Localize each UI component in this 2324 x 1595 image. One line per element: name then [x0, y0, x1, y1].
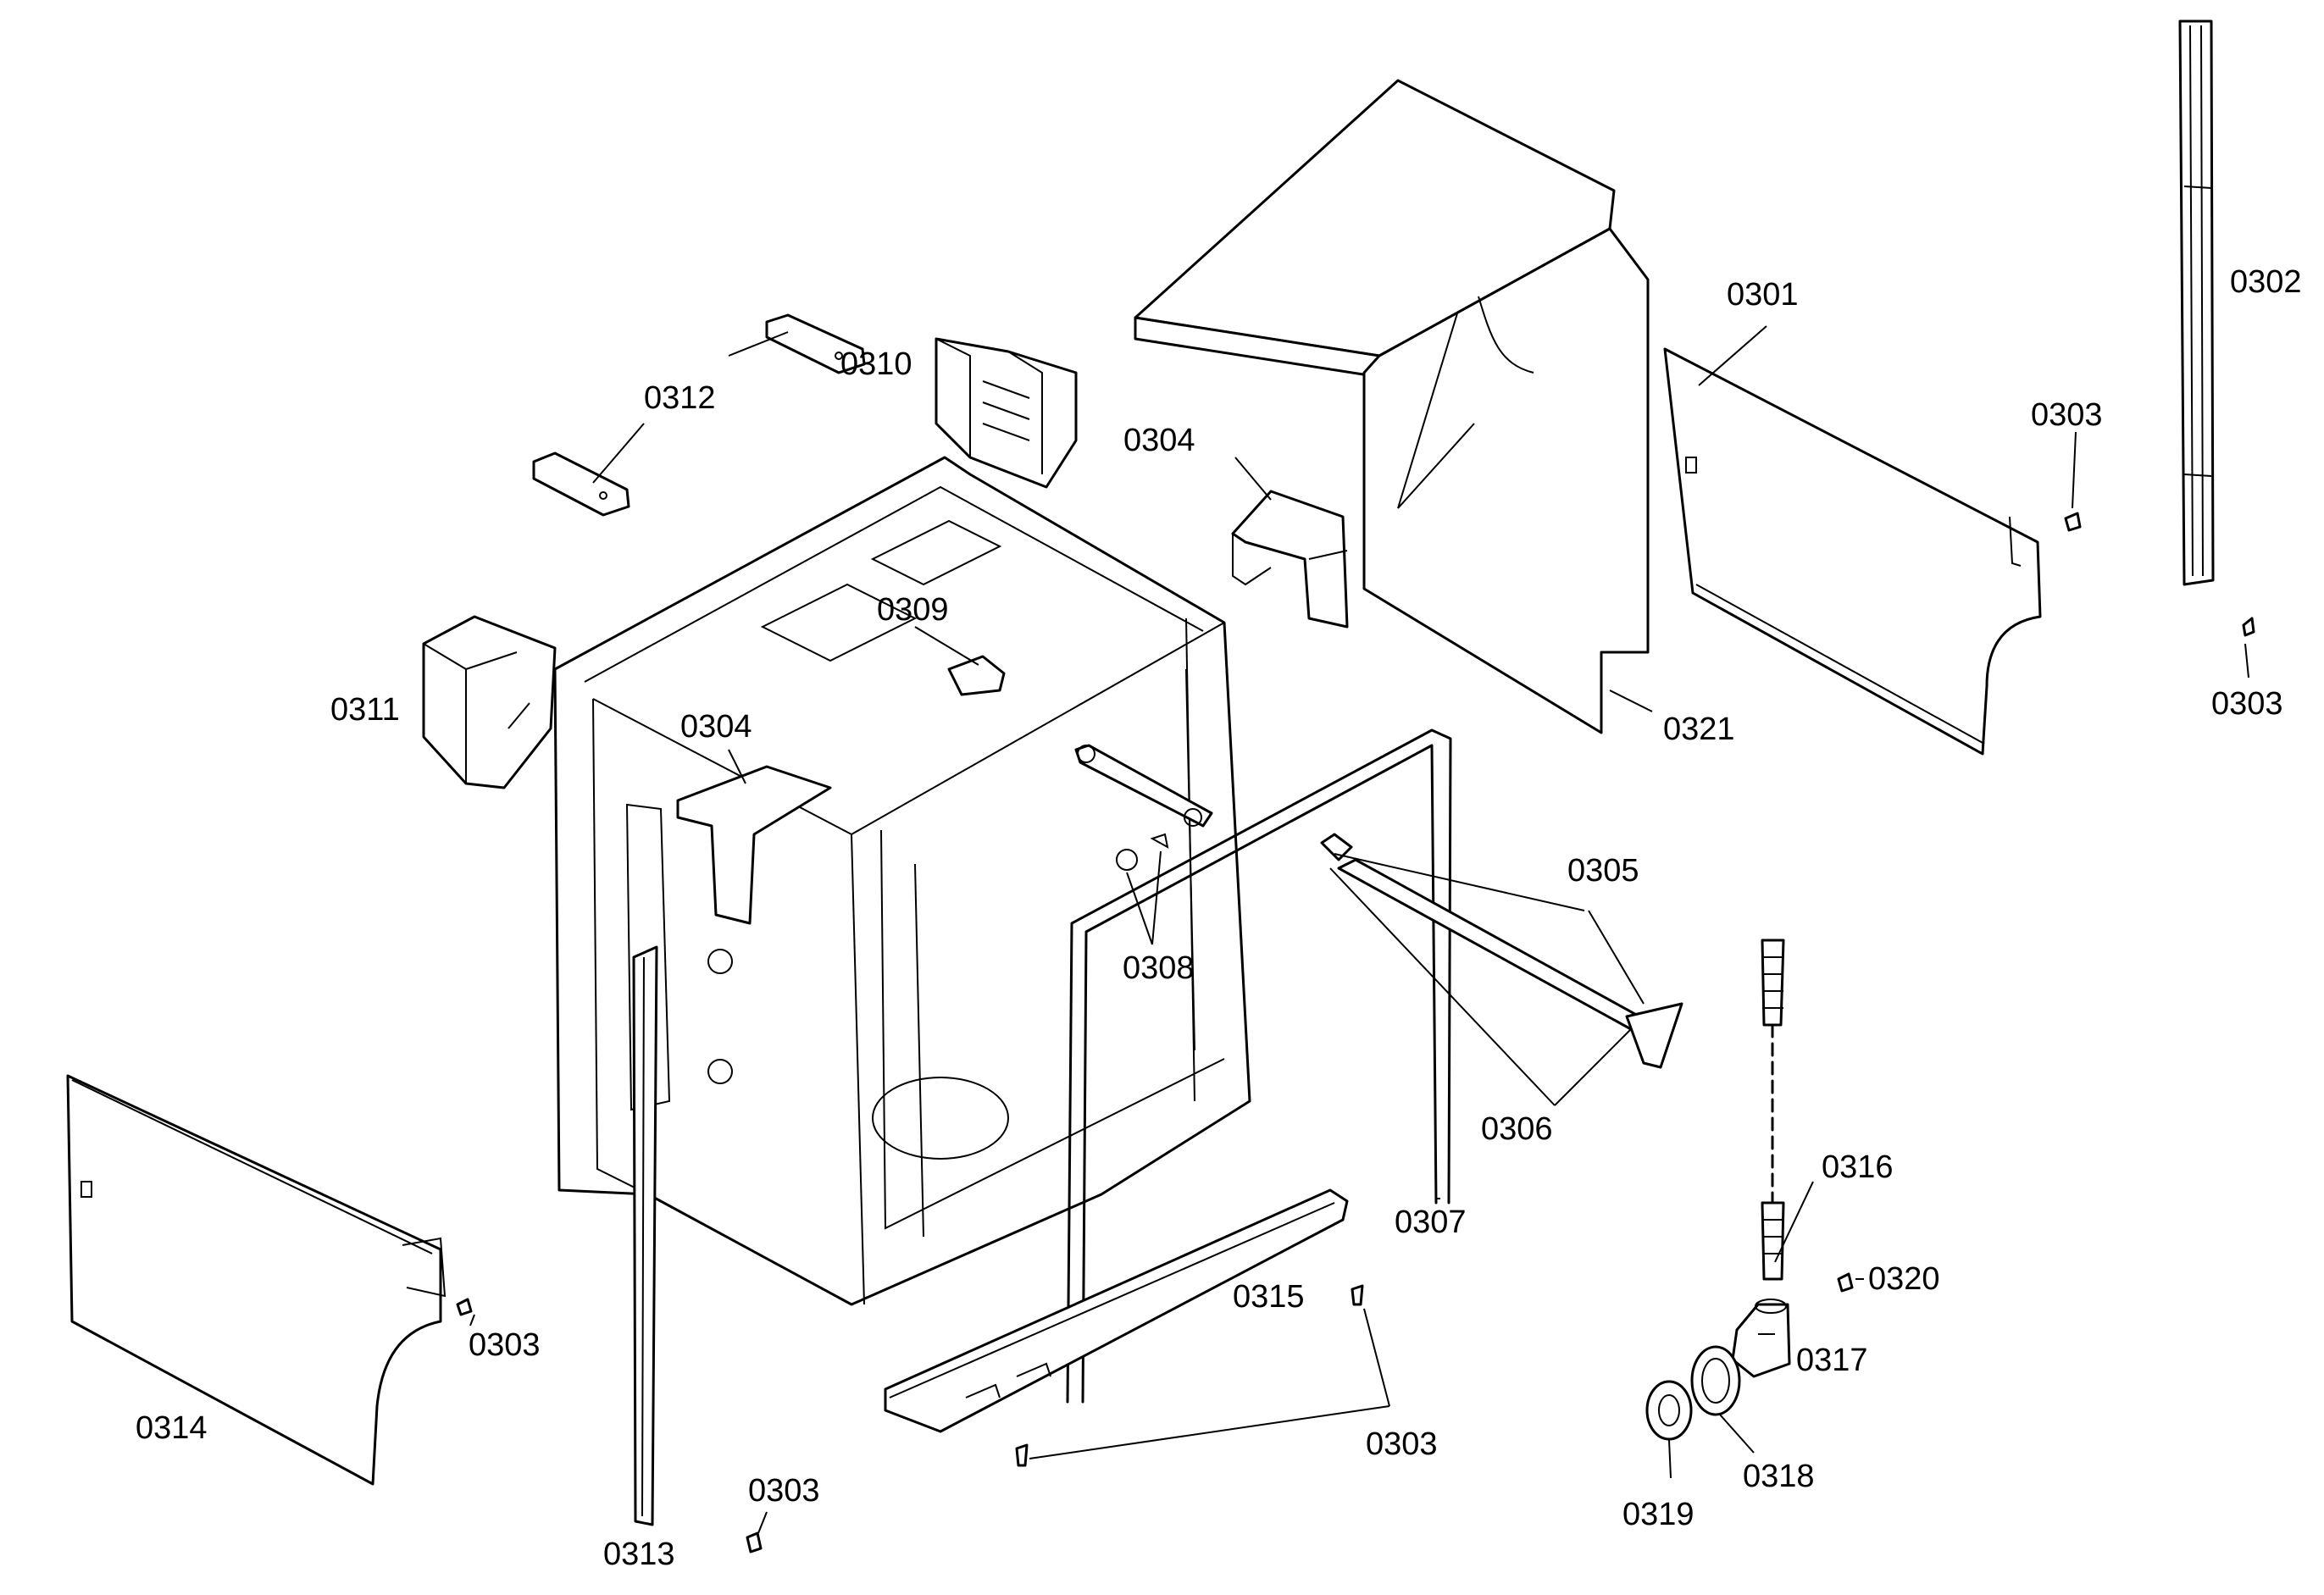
label-0321: 0321	[1663, 712, 1735, 747]
leader-lines	[469, 325, 2249, 1534]
part-0319-cap	[1645, 1380, 1693, 1441]
label-0303-e: 0303	[748, 1473, 820, 1509]
label-0311: 0311	[330, 692, 400, 728]
part-0311-housing	[422, 615, 557, 789]
label-0312: 0312	[644, 380, 716, 416]
part-0317-elbow	[1731, 1299, 1791, 1378]
label-0317: 0317	[1796, 1343, 1868, 1378]
label-0316: 0316	[1822, 1149, 1894, 1185]
callout-labels: 0301 0302 0303 0303 0303 0303 0303 0304 …	[136, 264, 2302, 1572]
part-0312-plates	[532, 313, 866, 517]
label-0320: 0320	[1868, 1261, 1940, 1297]
part-0310-housing	[935, 337, 1078, 489]
label-0306: 0306	[1481, 1111, 1553, 1147]
label-0304-b: 0304	[680, 709, 752, 745]
label-0314: 0314	[136, 1410, 208, 1446]
label-0302: 0302	[2230, 264, 2302, 300]
label-0301: 0301	[1727, 277, 1799, 313]
label-0308: 0308	[1123, 950, 1195, 986]
label-0315: 0315	[1233, 1279, 1305, 1315]
label-0303-d: 0303	[1366, 1426, 1438, 1462]
part-0304-bracket-upper	[1231, 490, 1349, 629]
label-0309: 0309	[877, 592, 949, 628]
part-0302-side-strip	[2178, 19, 2215, 586]
part-tub-body	[553, 456, 1251, 1306]
part-0309-clip	[947, 655, 1006, 696]
label-0318: 0318	[1743, 1459, 1815, 1494]
label-0307: 0307	[1395, 1205, 1467, 1240]
part-0321-back-panel	[1134, 79, 1650, 734]
label-0310: 0310	[840, 346, 912, 382]
label-0303-b: 0303	[2211, 686, 2283, 722]
label-0313: 0313	[603, 1537, 675, 1572]
part-0315-kick-strip	[884, 1188, 1349, 1433]
label-0303-c: 0303	[469, 1327, 541, 1363]
part-0305-hinge-rod	[1320, 833, 1683, 1069]
part-0308-hinge	[1074, 744, 1213, 871]
label-0305: 0305	[1567, 853, 1639, 889]
part-0301-side-panel	[1663, 347, 2042, 756]
part-0314-side-panel	[66, 1074, 446, 1486]
part-0313-front-strip	[632, 945, 658, 1526]
part-0307-gasket	[1066, 728, 1452, 1404]
label-0303-a: 0303	[2031, 397, 2103, 433]
part-0304-bracket-lower	[676, 765, 832, 925]
label-0319: 0319	[1622, 1497, 1694, 1532]
part-0316-drain-hose	[1761, 939, 1785, 1281]
part-0318-ring-nut	[1690, 1345, 1741, 1416]
screws-0303	[456, 512, 2255, 1553]
label-0304-a: 0304	[1123, 423, 1195, 458]
